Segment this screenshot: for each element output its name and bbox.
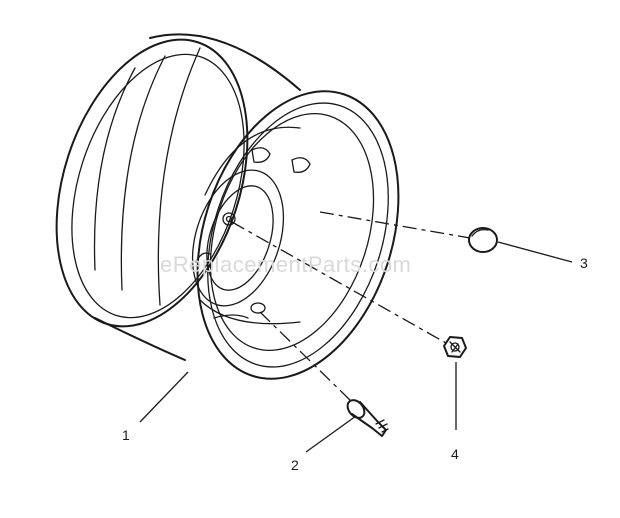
center-line-valve-stem xyxy=(259,311,353,403)
disc-slot-3 xyxy=(213,314,249,319)
center-line-lug-nut xyxy=(231,221,447,344)
hub-center xyxy=(206,185,274,291)
rim-bead-line-3 xyxy=(157,47,201,306)
rim-bead-line-1 xyxy=(93,67,136,271)
watermark: eReplacementParts.com xyxy=(160,252,411,277)
disc-upper-edge xyxy=(204,126,301,196)
rim-bead-line-2 xyxy=(120,55,166,291)
stud-hole-top xyxy=(222,212,236,226)
wheel-center-disc xyxy=(191,126,311,325)
valve-stem-threads xyxy=(375,419,389,433)
leader-line-3 xyxy=(497,241,573,263)
rim-front-flange-outer xyxy=(196,90,400,380)
disc-lower-edge xyxy=(199,299,301,325)
wheel-rim xyxy=(55,33,400,380)
cap-highlight xyxy=(471,228,489,237)
rim-top-edge xyxy=(149,33,301,91)
lug-nut-hex xyxy=(443,336,467,358)
valve-stem xyxy=(346,399,389,437)
stud-hole-top-inner xyxy=(225,215,233,223)
lug-nut-thread xyxy=(449,341,461,353)
valve-stem-hole xyxy=(250,302,266,314)
wheel-cap xyxy=(468,227,498,253)
center-line-cap xyxy=(319,211,471,239)
disc-slot-1 xyxy=(251,147,271,163)
callout-3: 3 xyxy=(580,255,588,271)
valve-stem-body xyxy=(351,401,387,437)
center-lines xyxy=(231,211,471,403)
lug-nut xyxy=(443,336,467,358)
leader-line-1 xyxy=(139,371,189,423)
disc-slot-4 xyxy=(195,252,211,263)
rim-back-flange-inner xyxy=(71,53,245,319)
disc-slot-2 xyxy=(291,157,311,173)
callout-2: 2 xyxy=(291,457,299,473)
lug-nut-hole xyxy=(450,342,460,352)
cap-body xyxy=(468,227,498,253)
leader-lines xyxy=(139,241,573,453)
callout-4: 4 xyxy=(451,446,459,462)
leader-line-2 xyxy=(305,415,357,453)
hub-ring xyxy=(191,169,285,307)
rim-inner-well xyxy=(209,112,375,352)
rim-front-flange-inner xyxy=(207,102,389,368)
rim-bottom-edge xyxy=(94,317,186,361)
callout-1: 1 xyxy=(122,427,130,443)
